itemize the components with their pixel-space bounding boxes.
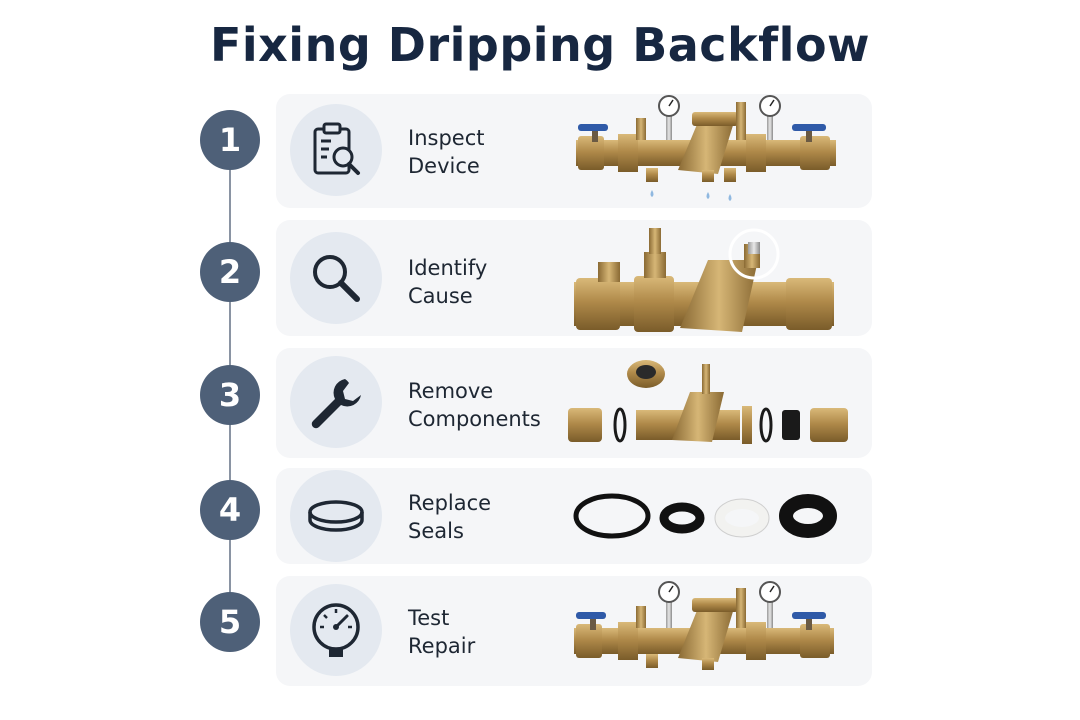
step-icon-circle-1	[290, 104, 382, 196]
step-number-3: 3	[200, 365, 260, 425]
step-label-2-line1: Identify	[408, 256, 488, 280]
disassembled-components-image	[568, 360, 848, 444]
step-label-3-line1: Remove	[408, 379, 494, 403]
step-icon-circle-2	[290, 232, 382, 324]
step-label-3: Remove Components	[408, 377, 541, 433]
step-number-2: 2	[200, 242, 260, 302]
backflow-assembly-repaired-image	[574, 581, 834, 670]
backflow-assembly-dripping-image	[576, 95, 836, 201]
step-label-5-line1: Test	[408, 606, 450, 630]
step-label-4-line2: Seals	[408, 519, 464, 543]
seal-ring-icon	[308, 500, 364, 532]
step-label-4-line1: Replace	[408, 491, 492, 515]
step-label-1-line1: Inspect	[408, 126, 485, 150]
step-number-4: 4	[200, 480, 260, 540]
step-number-5: 5	[200, 592, 260, 652]
step-label-1-line2: Device	[408, 154, 480, 178]
step-number-1: 1	[200, 110, 260, 170]
step-label-1: Inspect Device	[408, 124, 484, 180]
magnifier-icon	[313, 255, 360, 302]
pressure-gauge-icon	[312, 603, 360, 657]
step-label-4: Replace Seals	[408, 489, 491, 545]
step-icon-circle-3	[290, 356, 382, 448]
clipboard-search-icon	[313, 122, 360, 175]
step-icon-circle-4	[290, 470, 382, 562]
step-label-5: Test Repair	[408, 604, 475, 660]
page-title: Fixing Dripping Backflow	[209, 18, 871, 72]
step-label-2: Identify Cause	[408, 254, 487, 310]
step-label-2-line2: Cause	[408, 284, 473, 308]
step-label-3-line2: Components	[408, 407, 541, 431]
wrench-icon	[311, 379, 361, 429]
step-icon-circle-5	[290, 584, 382, 676]
backflow-valve-closeup-image	[574, 228, 834, 332]
replacement-seals-image	[573, 493, 837, 539]
step-label-5-line2: Repair	[408, 634, 476, 658]
